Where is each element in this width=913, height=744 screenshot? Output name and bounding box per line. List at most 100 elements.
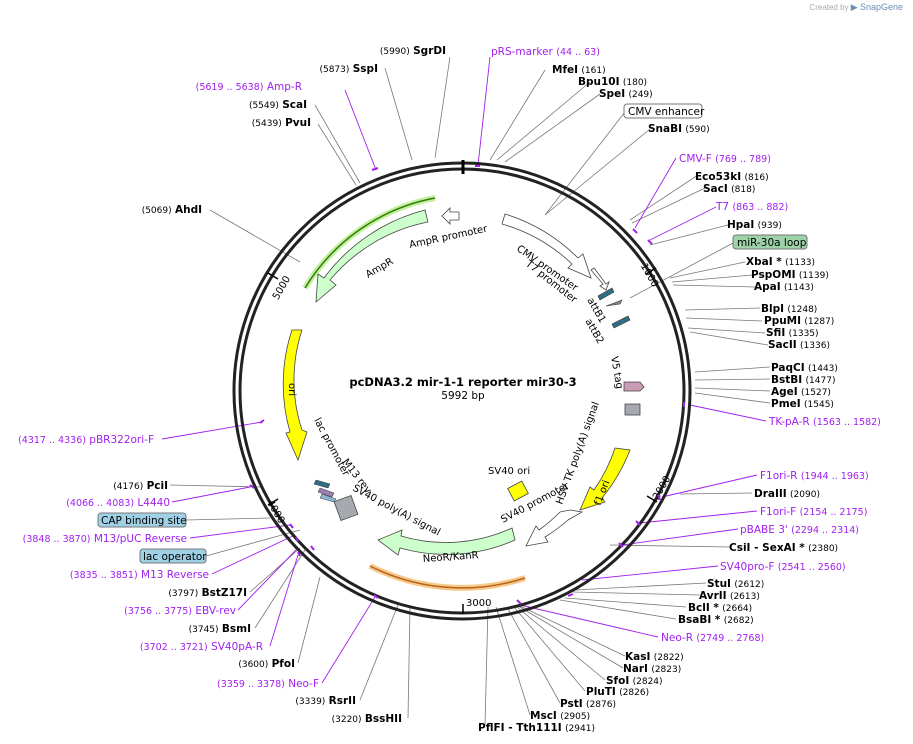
enzyme-site-label[interactable]: AgeI (1527)	[771, 386, 831, 398]
enzyme-name: BlpI	[761, 303, 784, 315]
primer-label[interactable]: F1ori-F (2154 .. 2175)	[760, 506, 867, 518]
credit-prefix: Created by	[809, 3, 849, 12]
enzyme-site-label[interactable]: PpuMI (1287)	[764, 315, 834, 327]
primer-name: TK-pA-R	[768, 416, 810, 428]
enzyme-site-label[interactable]: (5990) SgrDI	[380, 45, 446, 57]
enzyme-site-label[interactable]: (3600) PfoI	[238, 658, 295, 670]
enzyme-site-label[interactable]: StuI (2612)	[707, 578, 764, 590]
primer-label[interactable]: TK-pA-R (1563 .. 1582)	[768, 416, 881, 428]
enzyme-site-label[interactable]: NarI (2823)	[623, 663, 681, 675]
enzyme-site-label[interactable]: (3797) BstZ17I	[168, 587, 247, 599]
primer-label[interactable]: (3756 .. 3775) EBV-rev	[124, 605, 236, 617]
primer-label[interactable]: (4066 .. 4083) L4440	[66, 497, 170, 509]
primer-label[interactable]: Neo-R (2749 .. 2768)	[661, 632, 764, 644]
enzyme-site-label[interactable]: (5873) SspI	[319, 63, 378, 75]
enzyme-site-label[interactable]: SacI (818)	[703, 183, 755, 195]
enzyme-site-label[interactable]: (5439) PvuI	[252, 117, 311, 129]
enzyme-site-label[interactable]: (5549) ScaI	[249, 99, 307, 111]
enzyme-name: HpaI	[727, 219, 754, 231]
enzyme-position: (1443)	[808, 364, 838, 374]
enzyme-site-label[interactable]: ApaI (1143)	[754, 281, 814, 293]
enzyme-name: AgeI	[771, 386, 798, 398]
t7-promoter-arrow	[590, 267, 610, 291]
primer-range: (2541 .. 2560)	[778, 562, 846, 573]
enzyme-site-label[interactable]: CsiI - SexAI * (2380)	[729, 542, 838, 554]
primer-range: (3756 .. 3775)	[124, 606, 192, 617]
enzyme-site-label[interactable]: PstI (2876)	[560, 698, 616, 710]
enzyme-site-label[interactable]: SpeI (249)	[599, 88, 653, 100]
primer-range: (3359 .. 3378)	[217, 679, 285, 690]
neor-extent-line	[369, 565, 526, 589]
enzyme-position: (816)	[744, 173, 768, 183]
enzyme-site-label[interactable]: AvrII (2613)	[699, 590, 760, 602]
primer-range: (4317 .. 4336)	[18, 435, 86, 446]
primer-label[interactable]: (3835 .. 3851) M13 Reverse	[70, 569, 209, 581]
enzyme-site-label[interactable]: DraIII (2090)	[754, 488, 820, 500]
enzyme-name: CsiI - SexAI *	[729, 542, 805, 554]
primer-label[interactable]: (3702 .. 3721) SV40pA-R	[140, 641, 263, 653]
v5-tag-arrow	[623, 381, 645, 392]
enzyme-site-label[interactable]: HpaI (939)	[727, 219, 782, 231]
enzyme-site-label[interactable]: Bpu10I (180)	[578, 76, 647, 88]
enzyme-site-label[interactable]: PflFI - Tth111I (2941)	[478, 722, 595, 734]
enzyme-name: PflFI - Tth111I	[478, 722, 562, 734]
enzyme-site-label[interactable]: MscI (2905)	[530, 710, 590, 722]
enzyme-site-label[interactable]: PluTI (2826)	[586, 686, 649, 698]
enzyme-site-label[interactable]: XbaI * (1133)	[746, 256, 815, 268]
enzyme-site-label[interactable]: BsaBI * (2682)	[678, 614, 754, 626]
enzyme-site-label[interactable]: (3745) BsmI	[189, 623, 251, 635]
primer-range: (769 .. 789)	[715, 154, 771, 165]
enzyme-position: (5549)	[249, 101, 279, 111]
primer-site-marks	[249, 165, 685, 605]
f1-ori-arrow	[579, 447, 631, 511]
ori-arrow	[282, 329, 308, 462]
enzyme-site-label[interactable]: (5069) AhdI	[142, 204, 202, 216]
credit-brand: SnapGene	[859, 2, 903, 12]
cap-binding-site-box	[97, 512, 187, 528]
enzyme-site-label[interactable]: KasI (2822)	[625, 651, 684, 663]
enzyme-site-label[interactable]: PspOMI (1139)	[751, 269, 829, 281]
enzyme-name: SacII	[768, 339, 797, 351]
primer-label[interactable]: (3848 .. 3870) M13/pUC Reverse	[23, 533, 187, 545]
primer-label[interactable]: F1ori-R (1944 .. 1963)	[760, 470, 869, 482]
enzyme-site-label[interactable]: SacII (1336)	[768, 339, 830, 351]
enzyme-site-label[interactable]: BstBI (1477)	[771, 374, 835, 386]
primer-label[interactable]: (3359 .. 3378) Neo-F	[217, 678, 319, 690]
enzyme-name: SnaBI	[648, 123, 682, 135]
enzyme-site-label[interactable]: SnaBI (590)	[648, 123, 710, 135]
feature-label-ori: ori	[286, 383, 297, 396]
enzyme-position: (2941)	[565, 724, 595, 734]
boxed-label-lac-operator: lac operator	[143, 551, 207, 563]
primer-label[interactable]: pRS-marker (44 .. 63)	[491, 46, 600, 58]
primer-label[interactable]: (4317 .. 4336) pBR322ori-F	[18, 434, 154, 446]
primer-label[interactable]: (5619 .. 5638) Amp-R	[196, 81, 302, 93]
enzyme-name: SspI	[353, 63, 378, 75]
boxed-label-mir30a-loop: miR-30a loop	[737, 237, 807, 249]
enzyme-site-label[interactable]: BlpI (1248)	[761, 303, 817, 315]
enzyme-site-label[interactable]: (4176) PciI	[113, 480, 168, 492]
enzyme-position: (5439)	[252, 119, 282, 129]
primer-label[interactable]: SV40pro-F (2541 .. 2560)	[720, 561, 846, 573]
sv40-polya-box	[333, 495, 359, 521]
enzyme-name: ApaI	[754, 281, 781, 293]
enzyme-site-label[interactable]: SfoI (2824)	[606, 675, 663, 687]
primer-label[interactable]: pBABE 3' (2294 .. 2314)	[740, 524, 859, 536]
enzyme-site-label[interactable]: (3339) RsrII	[295, 695, 356, 707]
primer-label[interactable]: T7 (863 .. 882)	[715, 201, 788, 213]
enzyme-site-label[interactable]: PaqCI (1443)	[771, 362, 838, 374]
enzyme-position: (2613)	[730, 592, 760, 602]
enzyme-site-label[interactable]: Eco53kI (816)	[695, 171, 769, 183]
enzyme-site-label[interactable]: SfiI (1335)	[766, 327, 819, 339]
enzyme-site-label[interactable]: BclI * (2664)	[688, 602, 752, 614]
enzyme-site-label[interactable]: (3220) BssHII	[332, 713, 402, 725]
enzyme-name: NarI	[623, 663, 648, 675]
enzyme-position: (2824)	[633, 677, 663, 687]
lac-operator-box	[139, 548, 207, 564]
enzyme-name: BsaBI *	[678, 614, 721, 626]
enzyme-name: BclI *	[688, 602, 719, 614]
primer-name: Amp-R	[267, 81, 302, 93]
enzyme-site-label[interactable]: PmeI (1545)	[771, 398, 834, 410]
enzyme-site-label[interactable]: MfeI (161)	[552, 64, 606, 76]
ampr-arrow	[315, 209, 429, 303]
primer-label[interactable]: CMV-F (769 .. 789)	[679, 153, 771, 165]
